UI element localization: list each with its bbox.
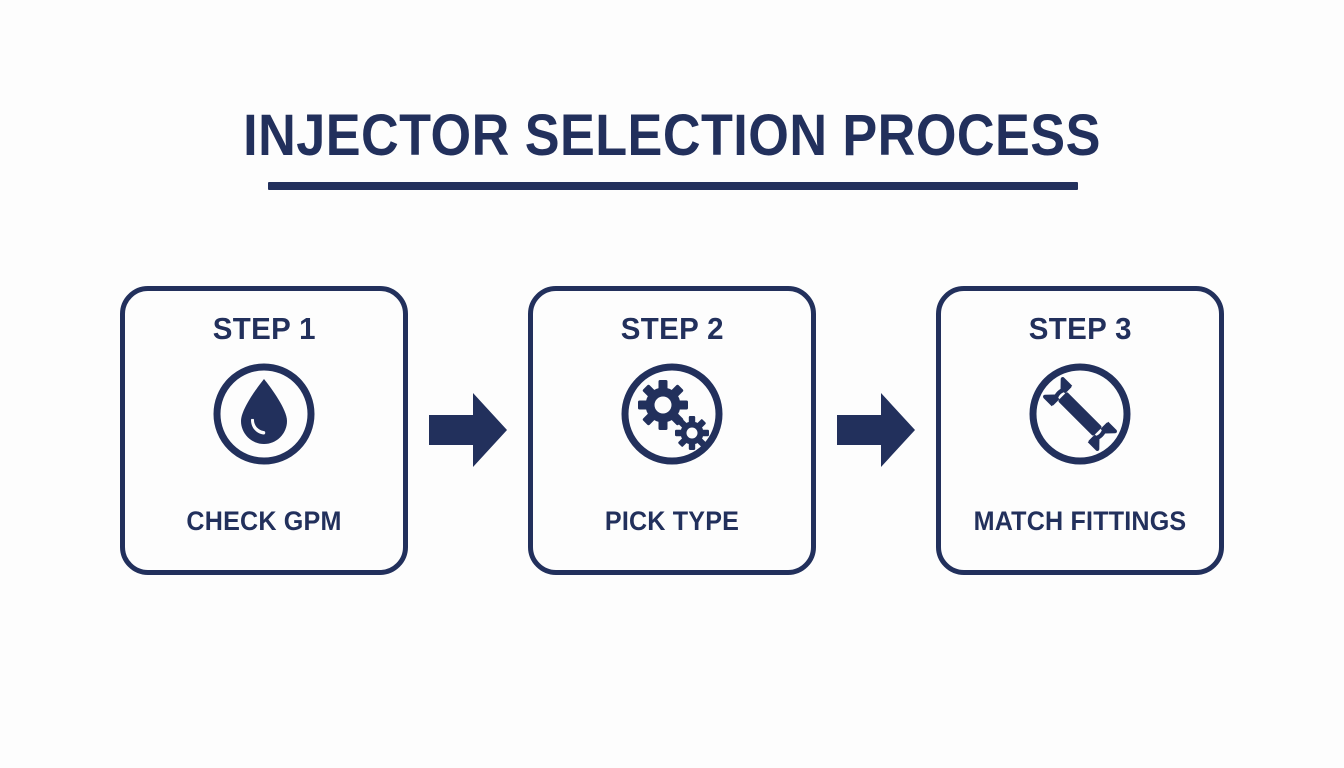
title-underline-rule — [268, 182, 1078, 190]
step-1-caption: CHECK GPM — [186, 505, 342, 536]
step-card-3[interactable]: STEP 3 — [936, 285, 1224, 575]
step-card-2[interactable]: STEP 2 — [528, 285, 816, 575]
step-1-label: STEP 1 — [212, 310, 316, 346]
water-droplet-icon — [213, 363, 315, 464]
page-title: INJECTOR SELECTION PROCESS — [243, 103, 1101, 168]
step-2-caption: PICK TYPE — [604, 505, 740, 536]
wrench-icon — [1029, 363, 1131, 464]
connector-arrow-2 — [816, 392, 936, 468]
arrow-right-icon — [837, 393, 915, 467]
process-flow: STEP 1 CHECK GPM STEP 2 — [0, 285, 1344, 575]
step-2-label: STEP 2 — [620, 310, 724, 346]
step-3-icon-wrap — [1027, 361, 1133, 467]
gears-icon — [621, 363, 723, 464]
step-2-icon-wrap — [619, 361, 725, 467]
step-3-label: STEP 3 — [1028, 310, 1132, 346]
title-block: INJECTOR SELECTION PROCESS — [0, 103, 1344, 190]
step-card-1[interactable]: STEP 1 CHECK GPM — [120, 285, 408, 575]
arrow-right-icon — [429, 393, 507, 467]
step-1-icon-wrap — [211, 361, 317, 467]
connector-arrow-1 — [408, 392, 528, 468]
step-3-caption: MATCH FITTINGS — [973, 505, 1187, 536]
